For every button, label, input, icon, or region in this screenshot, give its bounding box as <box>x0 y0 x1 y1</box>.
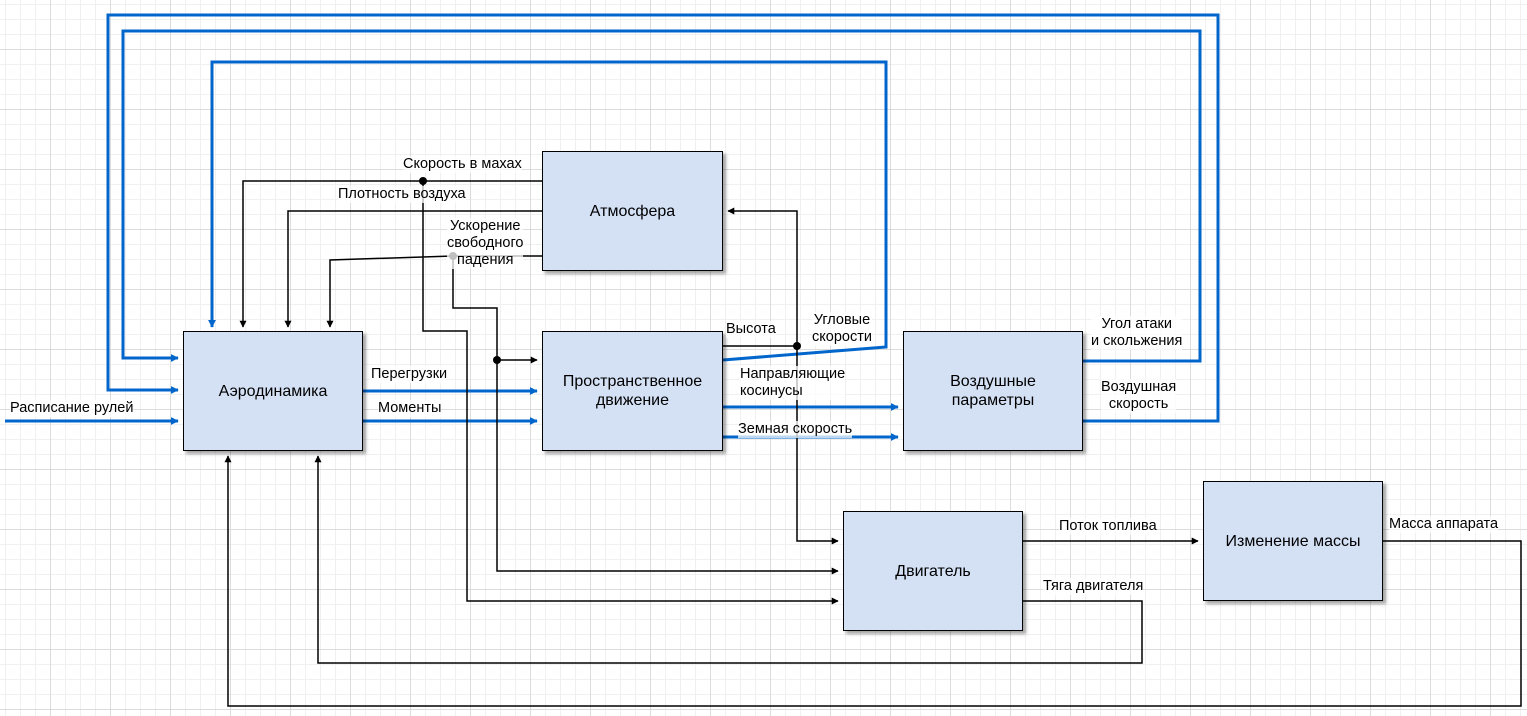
airspeed-label: Воздушная скорость <box>1101 379 1177 413</box>
mach-line <box>239 180 542 328</box>
gravity-branch-line <box>452 256 839 575</box>
altitude-line <box>723 207 798 347</box>
vehicle-mass-label: Масса аппарата <box>1389 516 1499 533</box>
ground-speed-label: Земная скорость <box>738 421 853 438</box>
angular-rates-label: Угловые скорости <box>812 312 872 346</box>
altitude-label: Высота <box>726 321 776 338</box>
thrust-line <box>314 455 1143 664</box>
mach-junction-dot <box>419 177 427 185</box>
overloads-label: Перегрузки <box>371 366 448 383</box>
attack-angle-label: Угол атаки и скольжения <box>1091 316 1183 350</box>
altitude-to-engine-line <box>796 346 839 545</box>
aerodynamics-block[interactable]: Аэродинамика <box>183 331 363 451</box>
moments-label: Моменты <box>378 400 442 417</box>
density-line <box>284 210 542 328</box>
engine-block[interactable]: Двигатель <box>843 511 1023 631</box>
attack-feedback-line <box>121 29 1202 363</box>
spatial-motion-block[interactable]: Пространственное движение <box>542 331 723 451</box>
gravity-motion-junction-dot <box>493 356 501 364</box>
angular-rates-feedback-line <box>208 60 888 362</box>
airspeed-feedback-line <box>106 13 1220 423</box>
density-label: Плотность воздуха <box>338 186 466 203</box>
mach-label: Скорость в махах <box>403 156 522 173</box>
atmosphere-block[interactable]: Атмосфера <box>542 151 723 271</box>
mach-branch-line <box>422 181 839 605</box>
direction-cosines-label: Направляющие косинусы <box>740 366 846 400</box>
air-parameters-block[interactable]: Воздушные параметры <box>903 331 1083 451</box>
altitude-junction-dot <box>793 342 801 350</box>
fuel-flow-label: Поток топлива <box>1059 518 1157 535</box>
engine-thrust-label: Тяга двигателя <box>1043 578 1144 595</box>
mass-change-block[interactable]: Изменение массы <box>1203 481 1383 601</box>
rudders-label: Расписание рулей <box>10 400 134 417</box>
gravity-label: Ускорение свободного падения <box>447 218 524 269</box>
mass-line <box>224 455 1522 707</box>
